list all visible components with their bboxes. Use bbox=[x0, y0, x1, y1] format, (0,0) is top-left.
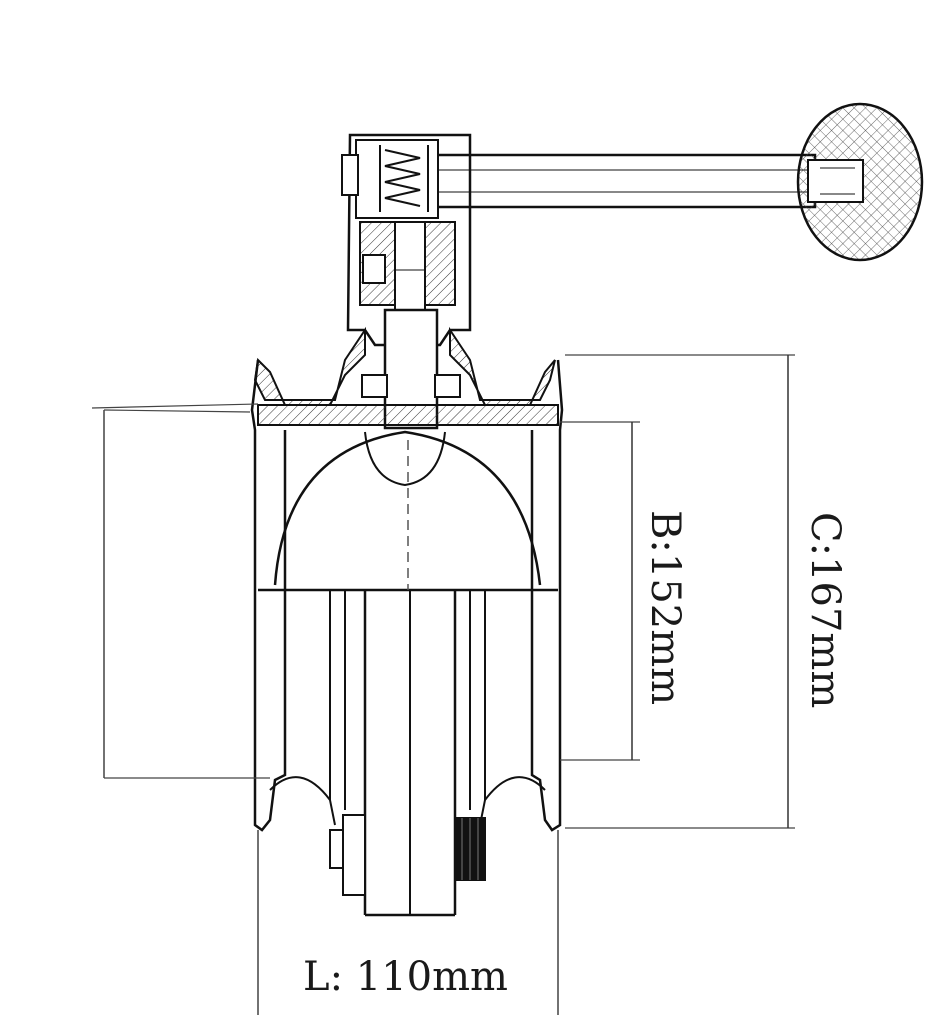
dimension-left-bracket bbox=[91, 403, 270, 779]
handle-knob bbox=[796, 102, 924, 262]
dimension-b-line bbox=[560, 421, 640, 761]
dimension-c-line bbox=[565, 354, 795, 829]
handle-bar bbox=[428, 153, 817, 209]
bolt-icon bbox=[329, 814, 366, 896]
dimension-l-line bbox=[257, 830, 559, 1015]
valve-stem bbox=[253, 308, 559, 430]
dimension-b-label: B:152mm bbox=[642, 510, 688, 705]
dimension-c-label: C:167mm bbox=[802, 512, 848, 708]
spring-icon bbox=[379, 145, 429, 212]
valve-body bbox=[250, 359, 564, 917]
nut-icon bbox=[454, 817, 486, 881]
dimension-l-label: L: 110mm bbox=[303, 954, 508, 1000]
actuator-head bbox=[341, 133, 472, 347]
